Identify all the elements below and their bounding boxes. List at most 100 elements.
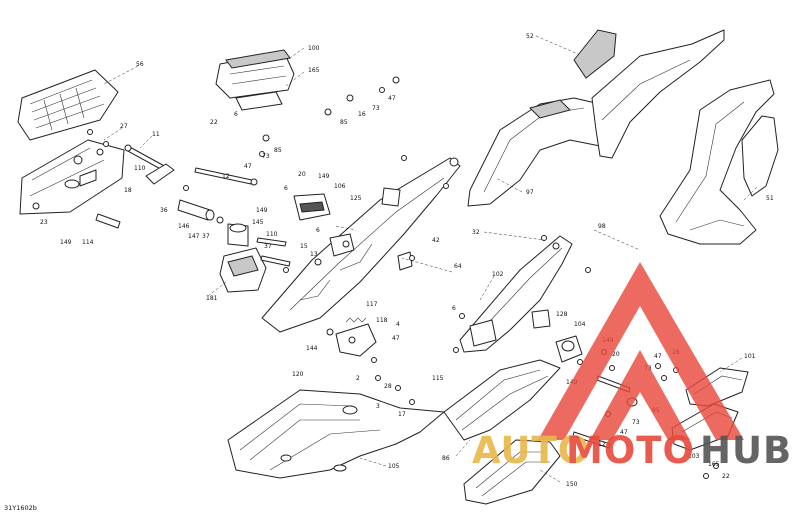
callout-6: 6 <box>284 185 288 192</box>
callout-128: 128 <box>556 311 568 318</box>
callout-120: 120 <box>292 371 304 378</box>
callout-22: 22 <box>722 473 730 480</box>
callout-16: 16 <box>358 111 366 118</box>
callout-146: 146 <box>178 223 190 230</box>
part-bushing-146 <box>177 199 215 221</box>
leader-lines <box>103 35 759 483</box>
callout-36: 36 <box>160 207 168 214</box>
callout-13: 13 <box>310 251 318 258</box>
callout-6: 6 <box>316 227 320 234</box>
callout-165: 165 <box>308 67 320 74</box>
callout-118: 118 <box>376 317 388 324</box>
part-bracket-104 <box>555 335 583 363</box>
callout-2: 2 <box>356 375 360 382</box>
callout-18: 18 <box>124 187 132 194</box>
part-rod-12 <box>194 167 258 186</box>
part-bracket-100 <box>215 49 295 111</box>
callout-114: 114 <box>82 239 94 246</box>
part-tray-105 <box>227 389 445 479</box>
callout-149: 149 <box>60 239 72 246</box>
callout-32: 32 <box>472 229 480 236</box>
callout-17: 17 <box>398 411 406 418</box>
drawing-code: 31Y1602b <box>4 504 37 512</box>
watermark-hub: HUB <box>700 429 792 472</box>
part-cover-98 <box>659 79 775 245</box>
callout-86: 86 <box>442 455 450 462</box>
part-cover-upper <box>591 29 725 159</box>
part-bolt-110 <box>145 163 175 185</box>
callout-37: 37 <box>264 243 272 250</box>
callout-97: 97 <box>526 189 534 196</box>
callout-102: 102 <box>492 271 504 278</box>
watermark-moto: MOTO <box>566 429 695 472</box>
callout-47: 47 <box>620 429 628 436</box>
callout-110: 110 <box>266 231 278 238</box>
part-block-145 <box>227 223 249 247</box>
part-subframe-102 <box>459 235 573 353</box>
callout-106: 106 <box>334 183 346 190</box>
callout-37: 37 <box>202 233 210 240</box>
callout-149: 149 <box>256 207 268 214</box>
callout-105: 105 <box>388 463 400 470</box>
callout-85: 85 <box>340 119 348 126</box>
part-block-106 <box>293 193 331 221</box>
callout-3: 3 <box>376 403 380 410</box>
callout-42: 42 <box>432 237 440 244</box>
callout-117: 117 <box>366 301 378 308</box>
part-fender-97 <box>467 97 615 207</box>
callout-144: 144 <box>306 345 318 352</box>
callout-85: 85 <box>274 147 282 154</box>
part-rod-11 <box>124 144 169 173</box>
callout-100: 100 <box>308 45 320 52</box>
callout-28: 28 <box>384 383 392 390</box>
callout-73: 73 <box>372 105 380 112</box>
callout-6: 6 <box>452 305 456 312</box>
callout-labels: 56 100 165 52 27 11 22 6 47 73 16 85 97 … <box>40 33 774 488</box>
callout-20: 20 <box>298 171 306 178</box>
callout-115: 115 <box>432 375 444 382</box>
callout-64: 64 <box>454 263 462 270</box>
callout-23: 23 <box>40 219 48 226</box>
part-panel-52 <box>573 29 617 79</box>
watermark-auto: AUTO <box>472 429 590 472</box>
callout-12: 12 <box>598 441 606 448</box>
callout-73: 73 <box>632 419 640 426</box>
callout-51: 51 <box>766 195 774 202</box>
callout-103: 103 <box>688 453 700 460</box>
watermark-logo <box>538 262 744 440</box>
watermark-text: AUTO MOTO HUB <box>472 429 792 472</box>
callout-150: 150 <box>566 481 578 488</box>
callout-145: 145 <box>252 219 264 226</box>
callout-6: 6 <box>234 111 238 118</box>
watermark-triangle-inner <box>590 350 690 440</box>
callout-22: 22 <box>210 119 218 126</box>
callout-12: 12 <box>222 173 230 180</box>
part-frame-42 <box>261 157 461 333</box>
callout-56: 56 <box>136 61 144 68</box>
part-rod-37 <box>256 237 291 267</box>
watermark-triangle-outer <box>538 262 744 440</box>
part-bolt-18 <box>95 213 121 229</box>
callout-27: 27 <box>120 123 128 130</box>
callout-149: 149 <box>318 173 330 180</box>
callout-101: 101 <box>744 353 756 360</box>
callout-73: 73 <box>262 153 270 160</box>
callout-20: 20 <box>612 351 620 358</box>
part-panel-86 <box>443 359 561 441</box>
callout-165: 165 <box>708 461 720 468</box>
callout-11: 11 <box>152 131 160 138</box>
callout-47: 47 <box>244 163 252 170</box>
part-bracket-23 <box>19 139 125 215</box>
callout-104: 104 <box>574 321 586 328</box>
callout-47: 47 <box>654 353 662 360</box>
callout-47: 47 <box>388 95 396 102</box>
callout-110: 110 <box>134 165 146 172</box>
callout-47: 47 <box>392 335 400 342</box>
part-footrest-150 <box>463 439 561 505</box>
callout-4: 4 <box>396 321 400 328</box>
callout-125: 125 <box>350 195 362 202</box>
part-housing-181 <box>219 247 267 293</box>
part-rack-56 <box>17 69 119 141</box>
